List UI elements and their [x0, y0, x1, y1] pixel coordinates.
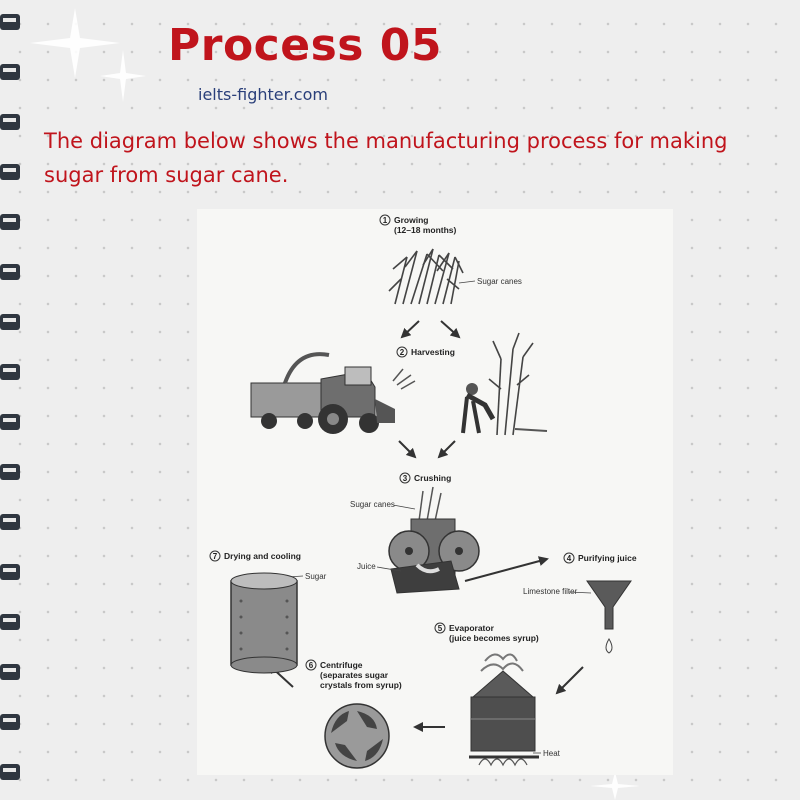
page-title: Process 05	[168, 20, 443, 71]
worker-icon	[461, 332, 548, 436]
step-detail: (12–18 months)	[394, 225, 457, 235]
step-title: Centrifuge	[320, 660, 363, 670]
flow-arrow	[555, 666, 584, 695]
step-centrifuge: 6 Centrifuge (separates sugar crystals f…	[305, 659, 402, 769]
website-label: ielts-fighter.com	[198, 85, 328, 104]
step-number: 7	[213, 552, 218, 561]
flow-arrow	[437, 440, 456, 459]
flow-arrow	[400, 320, 420, 339]
label-sugar-canes: Sugar canes	[350, 500, 395, 509]
process-diagram: 1 Growing (12–18 months) Sugar canes 2 H…	[197, 209, 673, 775]
step-title: Evaporator	[449, 623, 495, 633]
flow-arrow	[464, 556, 549, 582]
step-number: 1	[383, 216, 388, 225]
step-harvesting: 2 Harvesting	[250, 332, 548, 436]
step-detail: (juice becomes syrup)	[449, 633, 539, 643]
step-title: Harvesting	[411, 347, 455, 357]
step-title: Crushing	[414, 473, 451, 483]
evaporator-icon	[469, 653, 539, 767]
step-purifying-juice: 4 Purifying juice Limestone filter	[523, 552, 637, 654]
label-limestone-filter: Limestone filter	[523, 587, 578, 596]
step-detail: crystals from syrup)	[320, 680, 402, 690]
step-detail: (separates sugar	[320, 670, 389, 680]
flow-arrow	[440, 320, 461, 339]
label-heat: Heat	[543, 749, 561, 758]
step-number: 5	[438, 624, 443, 633]
step-title: Drying and cooling	[224, 551, 301, 561]
step-crushing: 3 Crushing Sugar canes Juice	[350, 472, 480, 594]
step-title: Growing	[394, 215, 428, 225]
drying-drum-icon	[230, 572, 298, 674]
step-number: 3	[403, 474, 408, 483]
task-description: The diagram below shows the manufacturin…	[44, 129, 728, 187]
sparkle-icon	[30, 8, 120, 78]
crusher-icon	[388, 486, 480, 594]
sparkle-icon	[100, 50, 146, 102]
centrifuge-icon	[324, 703, 390, 769]
label-sugar-canes: Sugar canes	[477, 277, 522, 286]
step-evaporator: 5 Evaporator (juice becomes syrup) Heat	[434, 622, 561, 767]
step-number: 6	[309, 661, 314, 670]
sparkle-icon	[590, 772, 640, 800]
spiral-binding	[0, 14, 20, 780]
filter-funnel-icon	[586, 580, 632, 654]
step-title: Purifying juice	[578, 553, 637, 563]
step-number: 2	[400, 348, 405, 357]
flow-arrow	[398, 440, 417, 459]
step-growing: 1 Growing (12–18 months) Sugar canes	[379, 214, 522, 305]
label-sugar: Sugar	[305, 572, 327, 581]
step-drying-cooling: 7 Drying and cooling Sugar	[209, 550, 327, 674]
label-juice: Juice	[357, 562, 376, 571]
sugar-cane-field-icon	[388, 248, 464, 305]
harvester-icon	[250, 352, 416, 434]
diagram-canvas: 1 Growing (12–18 months) Sugar canes 2 H…	[209, 214, 637, 769]
step-number: 4	[567, 554, 572, 563]
